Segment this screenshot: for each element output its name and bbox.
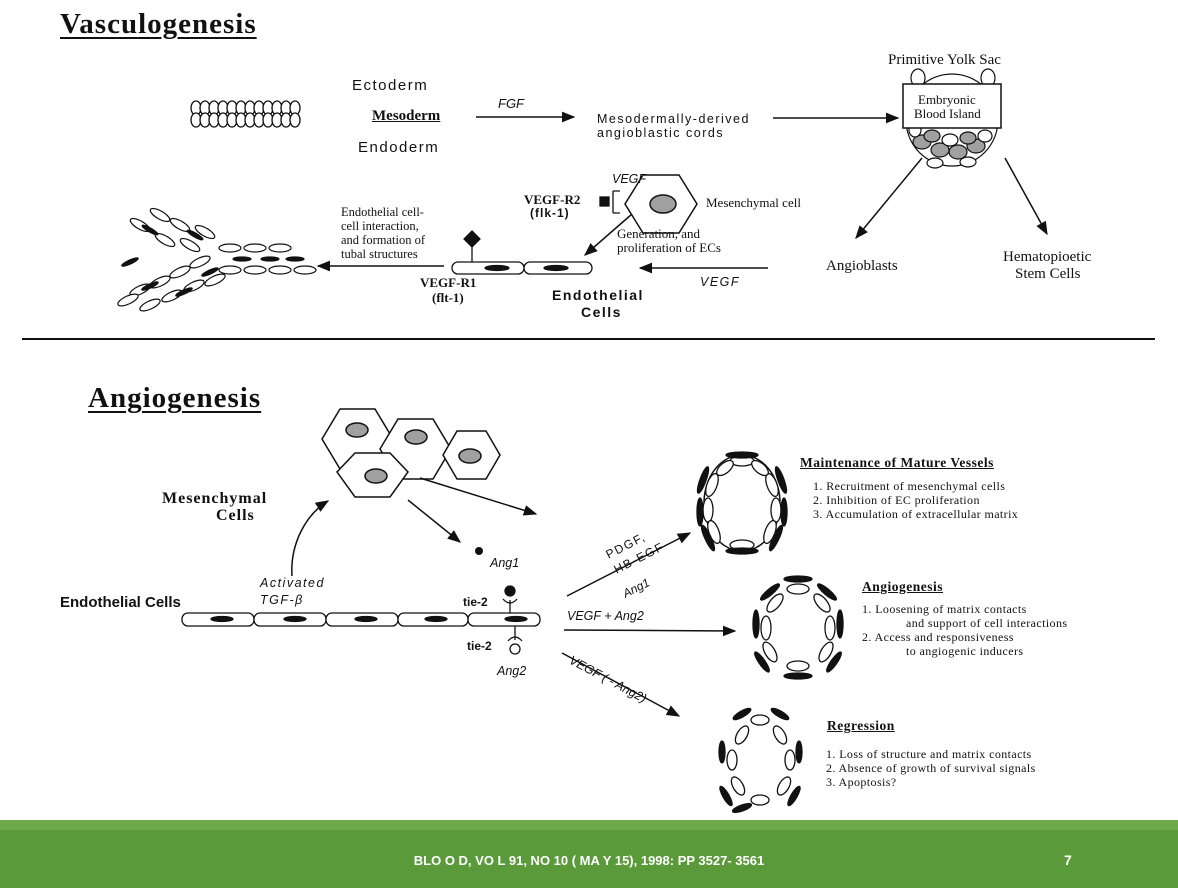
vasculogenesis-title: Vasculogenesis [60,8,257,40]
cords-line-2: angioblastic cords [597,126,725,140]
mesenchymal-cells-cluster [321,408,501,498]
loosened-vessel [752,575,844,680]
vegf-ang2-arrow [563,625,737,637]
to-hsc-arrow [1004,157,1048,236]
page-number: 7 [1064,852,1072,868]
blood-island-line-1: Embryonic [918,92,976,107]
tie2-upper-label: tie-2 [463,595,488,609]
maintenance-heading: Maintenance of Mature Vessels [800,455,994,470]
ang2-label: Ang2 [497,664,527,678]
ang1-dot [475,547,483,555]
mesenchymal-to-ang1-arrow [407,499,462,543]
vegf-r2-line-2: (flk-1) [530,206,570,220]
endoderm-label: Endoderm [358,139,440,156]
generation-line-1: Generation, and [617,226,701,241]
vegf-r2-line-1: VEGF-R2 [524,192,581,207]
endothelial-line-1: Endothelial [552,287,644,303]
blood-island-line-2: Blood Island [914,106,981,121]
hsc-line-2: Stem Cells [1015,266,1081,282]
vegf-minus-arrow [561,652,681,717]
fgf-label: FGF [498,96,524,111]
mesenchymal-cell-hexagon [624,174,698,234]
mature-vessel [696,451,788,555]
citation-text: BLO O D, VO L 91, NO 10 ( MA Y 15), 1998… [413,853,765,868]
to-endothelial-arrow [583,213,633,256]
tie2-lower-label: tie-2 [467,639,492,653]
cords-line-1: Mesodermally-derived [597,112,750,126]
angio-item-1b: and support of cell interactions [906,616,1068,630]
endothelial-cells-label: Endothelial Cells [60,594,181,611]
interaction-line-4: tubal structures [341,247,418,261]
regressing-vessel [718,707,803,814]
footer-bar [0,820,1178,888]
angio-item-2b: to angiogenic inducers [906,644,1024,658]
angio-heading: Angiogenesis [862,579,944,594]
endothelial-cells-row [181,585,541,655]
maintenance-item-1: 1. Recruitment of mesenchymal cells [813,479,1006,493]
hsc-line-1: Hematopioetic [1003,249,1092,265]
mesenchymal-line-2: Cells [216,507,255,524]
ectoderm-label: Ectoderm [352,77,429,94]
regression-item-1: 1. Loss of structure and matrix contacts [826,747,1032,761]
vegf-r1-line-1: VEGF-R1 [420,275,477,290]
interaction-line-1: Endothelial cell- [341,205,424,219]
maintenance-item-3: 3. Accumulation of extracellular matrix [813,507,1019,521]
mesenchymal-cell-label: Mesenchymal cell [706,195,801,210]
tubal-structures [117,207,317,312]
interaction-line-2: cell interaction, [341,219,419,233]
footer-accent [0,820,1178,830]
vegf-ang2-label: VEGF + Ang2 [567,609,644,623]
vegf-r1-line-2: (flt-1) [432,290,464,305]
vegf-lower-label: VEGF [700,275,741,289]
vegf-r2-receptor-icon [599,190,620,214]
activated-line-2: TGF-β [260,593,304,607]
endothelial-cell-pair [451,230,593,275]
angio-item-1: 1. Loosening of matrix contacts [862,602,1027,616]
vegf-upper-label: VEGF [612,172,647,186]
regression-item-3: 3. Apoptosis? [826,775,897,789]
tgf-beta-arrow [291,500,330,577]
yolk-sac [902,68,1002,169]
interaction-line-3: and formation of [341,233,426,247]
yolk-sac-label: Primitive Yolk Sac [888,52,1001,68]
regression-item-2: 2. Absence of growth of survival signals [826,761,1036,775]
ang1-label: Ang1 [490,556,520,570]
mesenchymal-line-1: Mesenchymal [162,490,268,507]
mesoderm-cell-sheet [190,100,301,128]
activated-line-1: Activated [260,576,325,590]
regression-heading: Regression [827,718,895,733]
pdgf-arrow [566,532,692,597]
angiogenesis-title: Angiogenesis [88,382,262,414]
maintenance-item-2: 2. Inhibition of EC proliferation [813,493,980,507]
generation-line-2: proliferation of ECs [617,240,721,255]
mesenchymal-right-arrow [419,477,538,516]
endothelial-line-2: Cells [581,304,622,320]
mesoderm-label: Mesoderm [372,108,441,124]
angioblasts-label: Angioblasts [826,258,898,274]
to-angioblasts-arrow [855,157,923,240]
angio-item-2: 2. Access and responsiveness [862,630,1014,644]
